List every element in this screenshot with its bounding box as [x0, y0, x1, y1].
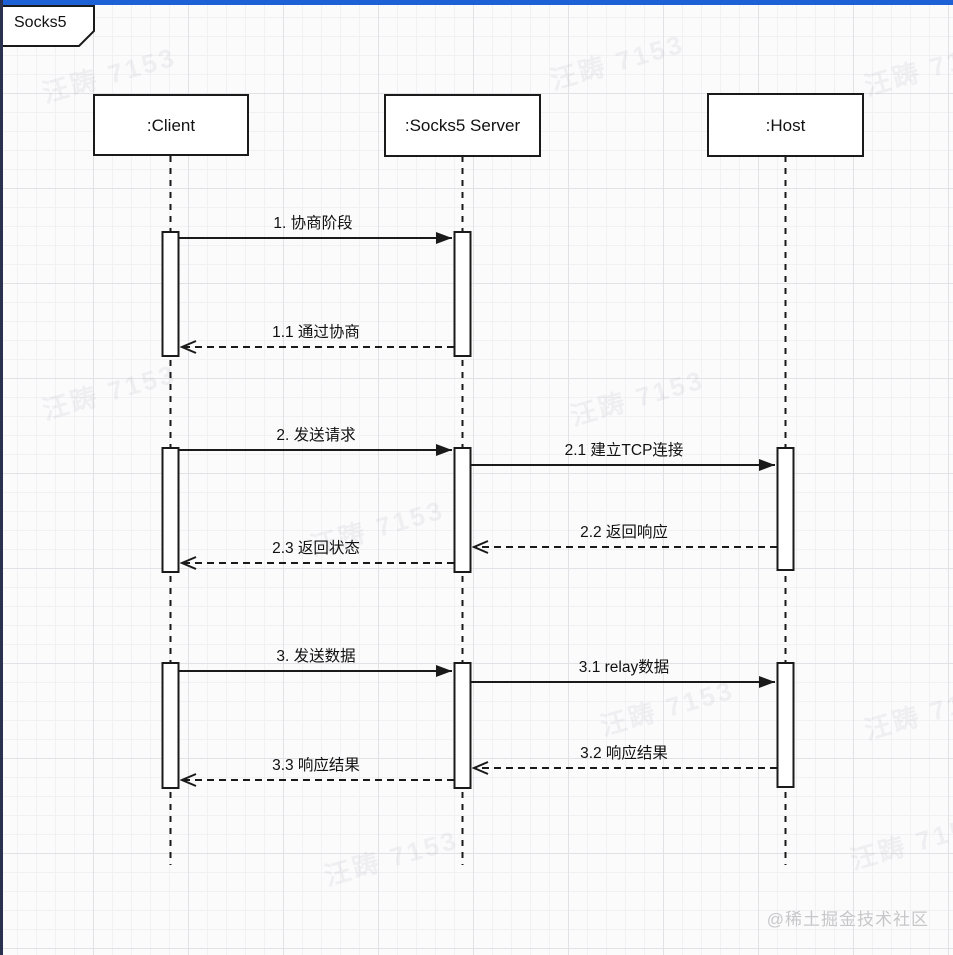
left-edge-bar	[0, 0, 3, 955]
actor-box-client	[93, 94, 249, 156]
community-credit-watermark: @稀土掘金技术社区	[766, 910, 929, 929]
top-edge-bar	[0, 0, 953, 5]
actor-name-client: :Client	[146, 116, 196, 135]
actor-box-socks5-server	[384, 94, 541, 157]
message-label-1-1: 1.1 通过协商	[272, 324, 360, 341]
actor-name-socks5-server: :Socks5 Server	[404, 116, 521, 135]
activation-server-1	[453, 231, 472, 357]
actor-box-host	[707, 93, 864, 157]
activation-host-2	[776, 662, 795, 788]
activation-client-2	[161, 447, 180, 573]
message-label-2-3: 2.3 返回状态	[272, 540, 360, 557]
message-label-2-1: 2.1 建立TCP连接	[564, 442, 684, 459]
message-label-3-1: 3.1 relay数据	[578, 659, 670, 676]
message-label-3-2: 3.2 响应结果	[580, 745, 668, 762]
activation-server-2	[453, 447, 472, 573]
frame-title: Socks5	[14, 14, 67, 31]
activation-client-1	[161, 231, 180, 357]
activation-client-3	[161, 662, 180, 789]
message-label-2-2: 2.2 返回响应	[580, 524, 668, 541]
activation-host-1	[776, 447, 795, 571]
message-label-1: 1. 协商阶段	[273, 215, 353, 232]
actor-name-host: :Host	[765, 116, 806, 135]
message-label-3: 3. 发送数据	[276, 648, 356, 665]
activation-server-3	[453, 662, 472, 789]
message-label-3-3: 3.3 响应结果	[272, 757, 360, 774]
message-label-2: 2. 发送请求	[276, 427, 356, 444]
